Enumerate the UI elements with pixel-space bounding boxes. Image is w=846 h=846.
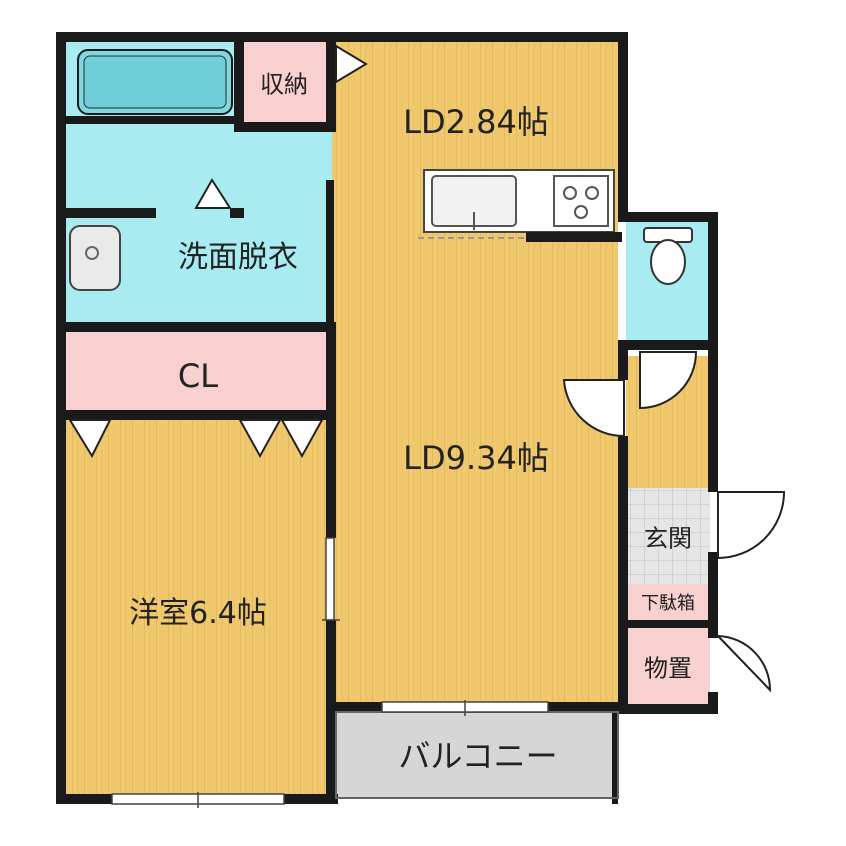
burner-1 [563, 186, 577, 200]
burner-2 [585, 186, 599, 200]
entrance-floor [626, 488, 710, 584]
storage-floor [242, 40, 332, 122]
entrance-label: 玄関 [644, 524, 692, 553]
ld-main-label: LD9.34帖 [403, 439, 549, 477]
toilet-bowl [650, 239, 686, 285]
closet-floor [64, 332, 332, 418]
shed-door-swing [715, 634, 772, 693]
washroom-label: 洗面脱衣 [178, 240, 298, 275]
ld-main-floor [332, 240, 618, 706]
bathtub-inner [83, 55, 227, 109]
closet-door-right [280, 419, 324, 459]
entry-door-swing [717, 491, 786, 560]
balcony-floor [336, 710, 618, 798]
storage-door [335, 44, 368, 84]
closet-door-mid [238, 419, 282, 459]
bath-door [194, 178, 232, 209]
shed-label: 物置 [644, 654, 692, 683]
walls [56, 32, 718, 804]
shoe-box-floor [626, 584, 710, 620]
balcony-label: バルコニー [398, 737, 558, 775]
hall-door-swing [639, 351, 698, 410]
closet-label: CL [177, 357, 219, 395]
ld-upper-label: LD2.84帖 [403, 103, 549, 141]
storage-label: 収納 [260, 70, 308, 99]
ld-door-swing [562, 379, 625, 438]
windows [111, 537, 549, 808]
burner-3 [574, 205, 588, 219]
western-room-floor [64, 418, 332, 798]
western-room-label: 洋室6.4帖 [129, 596, 267, 631]
basin-bowl [85, 246, 99, 260]
shed-floor [626, 626, 710, 710]
closet-door-left [68, 419, 112, 459]
doors [68, 44, 786, 693]
shoe-box-label: 下駄箱 [641, 593, 695, 614]
